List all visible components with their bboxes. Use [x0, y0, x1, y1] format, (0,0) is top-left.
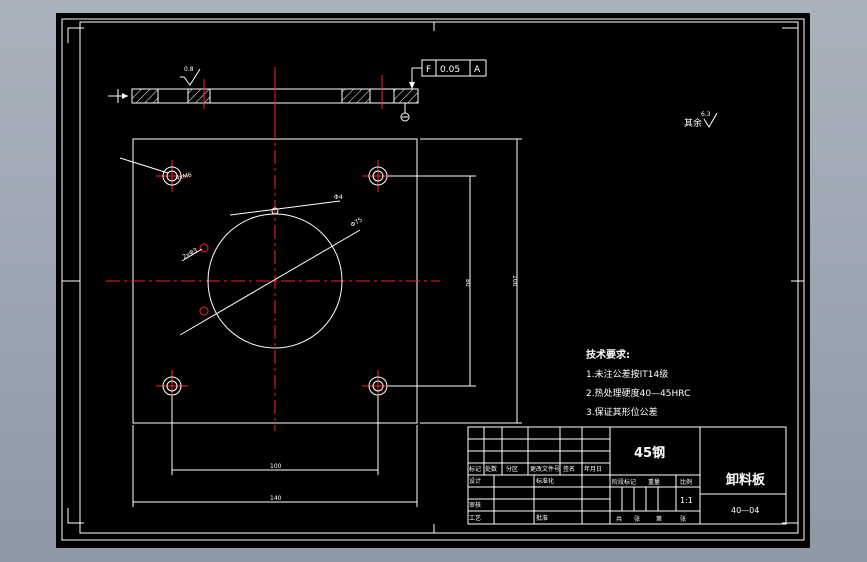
pin-hole-label: 2xΦ3 — [182, 247, 199, 261]
title-block: 标记 处数 分区 更改文件号 签名 年月日 设计 标准化 审核 工艺 批准 45… — [467, 426, 787, 525]
tb-label-change-doc: 更改文件号 — [530, 465, 560, 473]
material-label: 45钢 — [634, 445, 665, 461]
leader-lines — [119, 157, 361, 336]
tb-label-approve: 批准 — [536, 514, 548, 522]
frame-corner-marks — [67, 27, 799, 524]
tb-label-standardization: 标准化 — [536, 477, 554, 485]
hole-callout-label: 4xM6 — [175, 172, 193, 182]
tech-req-item-2: 2.热处理硬度40—45HRC — [586, 387, 690, 399]
drawing-number-label: 40—04 — [731, 506, 759, 515]
outer-height-dimension: 100 — [511, 275, 518, 287]
inner-height-dimension: 80 — [464, 279, 471, 287]
tb-label-total: 共 — [616, 515, 622, 523]
part-name-label: 卸料板 — [726, 472, 766, 488]
tb-label-process: 工艺 — [469, 514, 481, 522]
flatness-value: 0.05 — [440, 65, 460, 75]
tb-label-scale: 比例 — [680, 478, 692, 486]
section-roughness-symbol: 0.8 — [180, 66, 201, 86]
tb-label-stage: 阶段标记 — [612, 478, 636, 486]
section-view — [108, 67, 419, 133]
drawing-canvas: 0.8 F 0.05 A 其余 6.3 — [61, 18, 805, 541]
bottom-dimension-lines — [132, 396, 418, 507]
tb-label-count: 处数 — [485, 465, 497, 473]
section-roughness-value: 0.8 — [184, 66, 194, 73]
tb-label-review: 审核 — [469, 501, 481, 509]
tb-label-mark: 标记 — [469, 465, 481, 473]
tech-req-item-1: 1.未注公差按IT14级 — [586, 368, 668, 380]
outer-border — [61, 18, 805, 541]
frame-center-marks — [62, 22, 804, 533]
tb-label-date: 年月日 — [584, 465, 602, 473]
general-roughness-label: 其余 — [684, 117, 702, 129]
tb-label-design: 设计 — [469, 477, 481, 485]
bore-diameter-label: Φ75 — [350, 216, 364, 228]
outer-width-dimension: 140 — [270, 495, 282, 502]
pin-holes — [199, 207, 279, 316]
tb-label-sheets-2: 张 — [680, 515, 686, 523]
hole-diameter-label: Φ4 — [334, 194, 343, 201]
tb-label-signature: 签名 — [563, 465, 575, 473]
cad-viewport[interactable]: 0.8 F 0.05 A 其余 6.3 — [56, 13, 810, 548]
tb-label-zone: 分区 — [506, 465, 518, 473]
inner-width-dimension: 100 — [270, 463, 282, 470]
flatness-tolerance-frame: F 0.05 A — [400, 59, 487, 122]
center-lines — [106, 125, 440, 431]
scale-value: 1:1 — [680, 496, 693, 505]
tech-req-item-3: 3.保证其形位公差 — [586, 406, 658, 418]
tb-label-number: 第 — [656, 515, 662, 523]
tb-label-sheets-1: 张 — [634, 515, 640, 523]
drawing-frame — [79, 21, 799, 534]
flatness-symbol: F — [426, 65, 431, 75]
tb-label-weight: 重量 — [648, 478, 660, 486]
tech-req-title: 技术要求: — [586, 348, 630, 361]
flatness-datum: A — [474, 65, 481, 75]
technical-requirements: 技术要求: 1.未注公差按IT14级 2.热处理硬度40—45HRC 3.保证其… — [586, 348, 690, 418]
right-dimension-lines — [388, 138, 522, 424]
general-roughness-note: 其余 6.3 — [684, 111, 718, 129]
general-roughness-value: 6.3 — [701, 111, 711, 118]
corner-holes — [162, 166, 388, 396]
